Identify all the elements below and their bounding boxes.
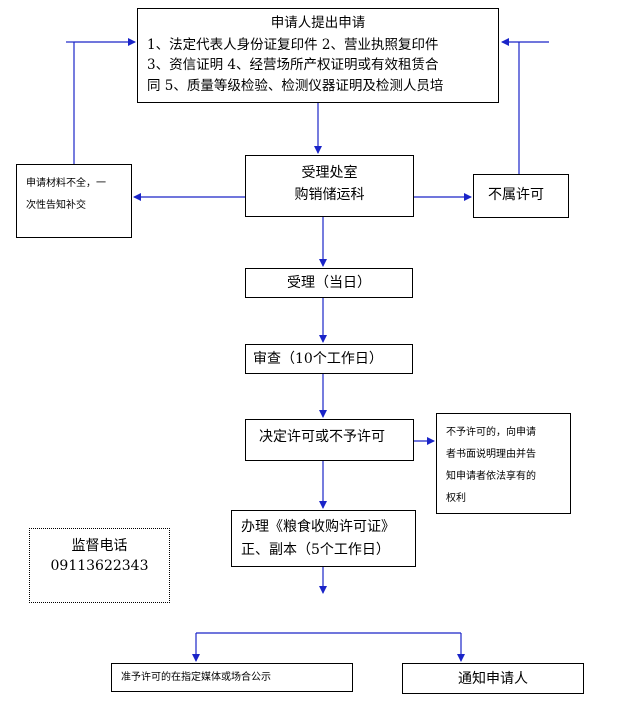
decide-label: 决定许可或不予许可 [259,429,385,445]
supervise-phone: 09113622343 [50,558,149,574]
not-licensed-label: 不属许可 [488,187,544,203]
office-box: 受理处室 购销储运科 [245,155,414,217]
apply-line-1: 1、法定代表人身份证复印件 2、营业执照复印件 [147,37,439,53]
not-licensed-box: 不属许可 [473,174,569,218]
publish-label: 准予许可的在指定媒体或场合公示 [121,672,271,683]
issue-box: 办理《粮食收购许可证》 正、副本（5个工作日） [231,510,416,567]
decide-box: 决定许可或不予许可 [245,419,414,461]
apply-line-2: 3、资信证明 4、经营场所产权证明或有效租赁合 [147,57,439,73]
issue-line-1: 办理《粮食收购许可证》 [241,519,395,535]
supervise-box: 监督电话 09113622343 [29,528,170,603]
apply-title: 申请人提出申请 [270,15,366,31]
incomplete-box: 申请材料不全，一 次性告知补交 [16,164,132,238]
refuse-note-box: 不予许可的，向申请 者书面说明理由并告 知申请者依法享有的 权利 [436,413,571,514]
accept-box: 受理（当日） [245,268,413,298]
refuse-note-line-3: 知申请者依法享有的 [446,471,536,482]
notify-label: 通知申请人 [458,671,528,687]
office-line-1: 受理处室 [301,165,358,181]
supervise-title: 监督电话 [71,538,128,554]
accept-label: 受理（当日） [287,275,371,291]
refuse-note-line-2: 者书面说明理由并告 [446,449,536,460]
refuse-note-line-4: 权利 [446,493,466,504]
incomplete-line-1: 申请材料不全，一 [26,178,106,189]
apply-box: 申请人提出申请 1、法定代表人身份证复印件 2、营业执照复印件 3、资信证明 4… [137,8,499,103]
refuse-note-line-1: 不予许可的，向申请 [446,427,536,438]
review-box: 审查（10个工作日） [245,344,413,374]
issue-line-2: 正、副本（5个工作日） [241,542,390,558]
incomplete-line-2: 次性告知补交 [26,200,86,211]
publish-box: 准予许可的在指定媒体或场合公示 [111,663,353,692]
apply-line-3: 同 5、质量等级检验、检测仪器证明及检测人员培 [147,78,444,94]
notify-box: 通知申请人 [402,663,584,694]
review-label: 审查（10个工作日） [253,351,383,367]
office-line-2: 购销储运科 [294,187,365,203]
